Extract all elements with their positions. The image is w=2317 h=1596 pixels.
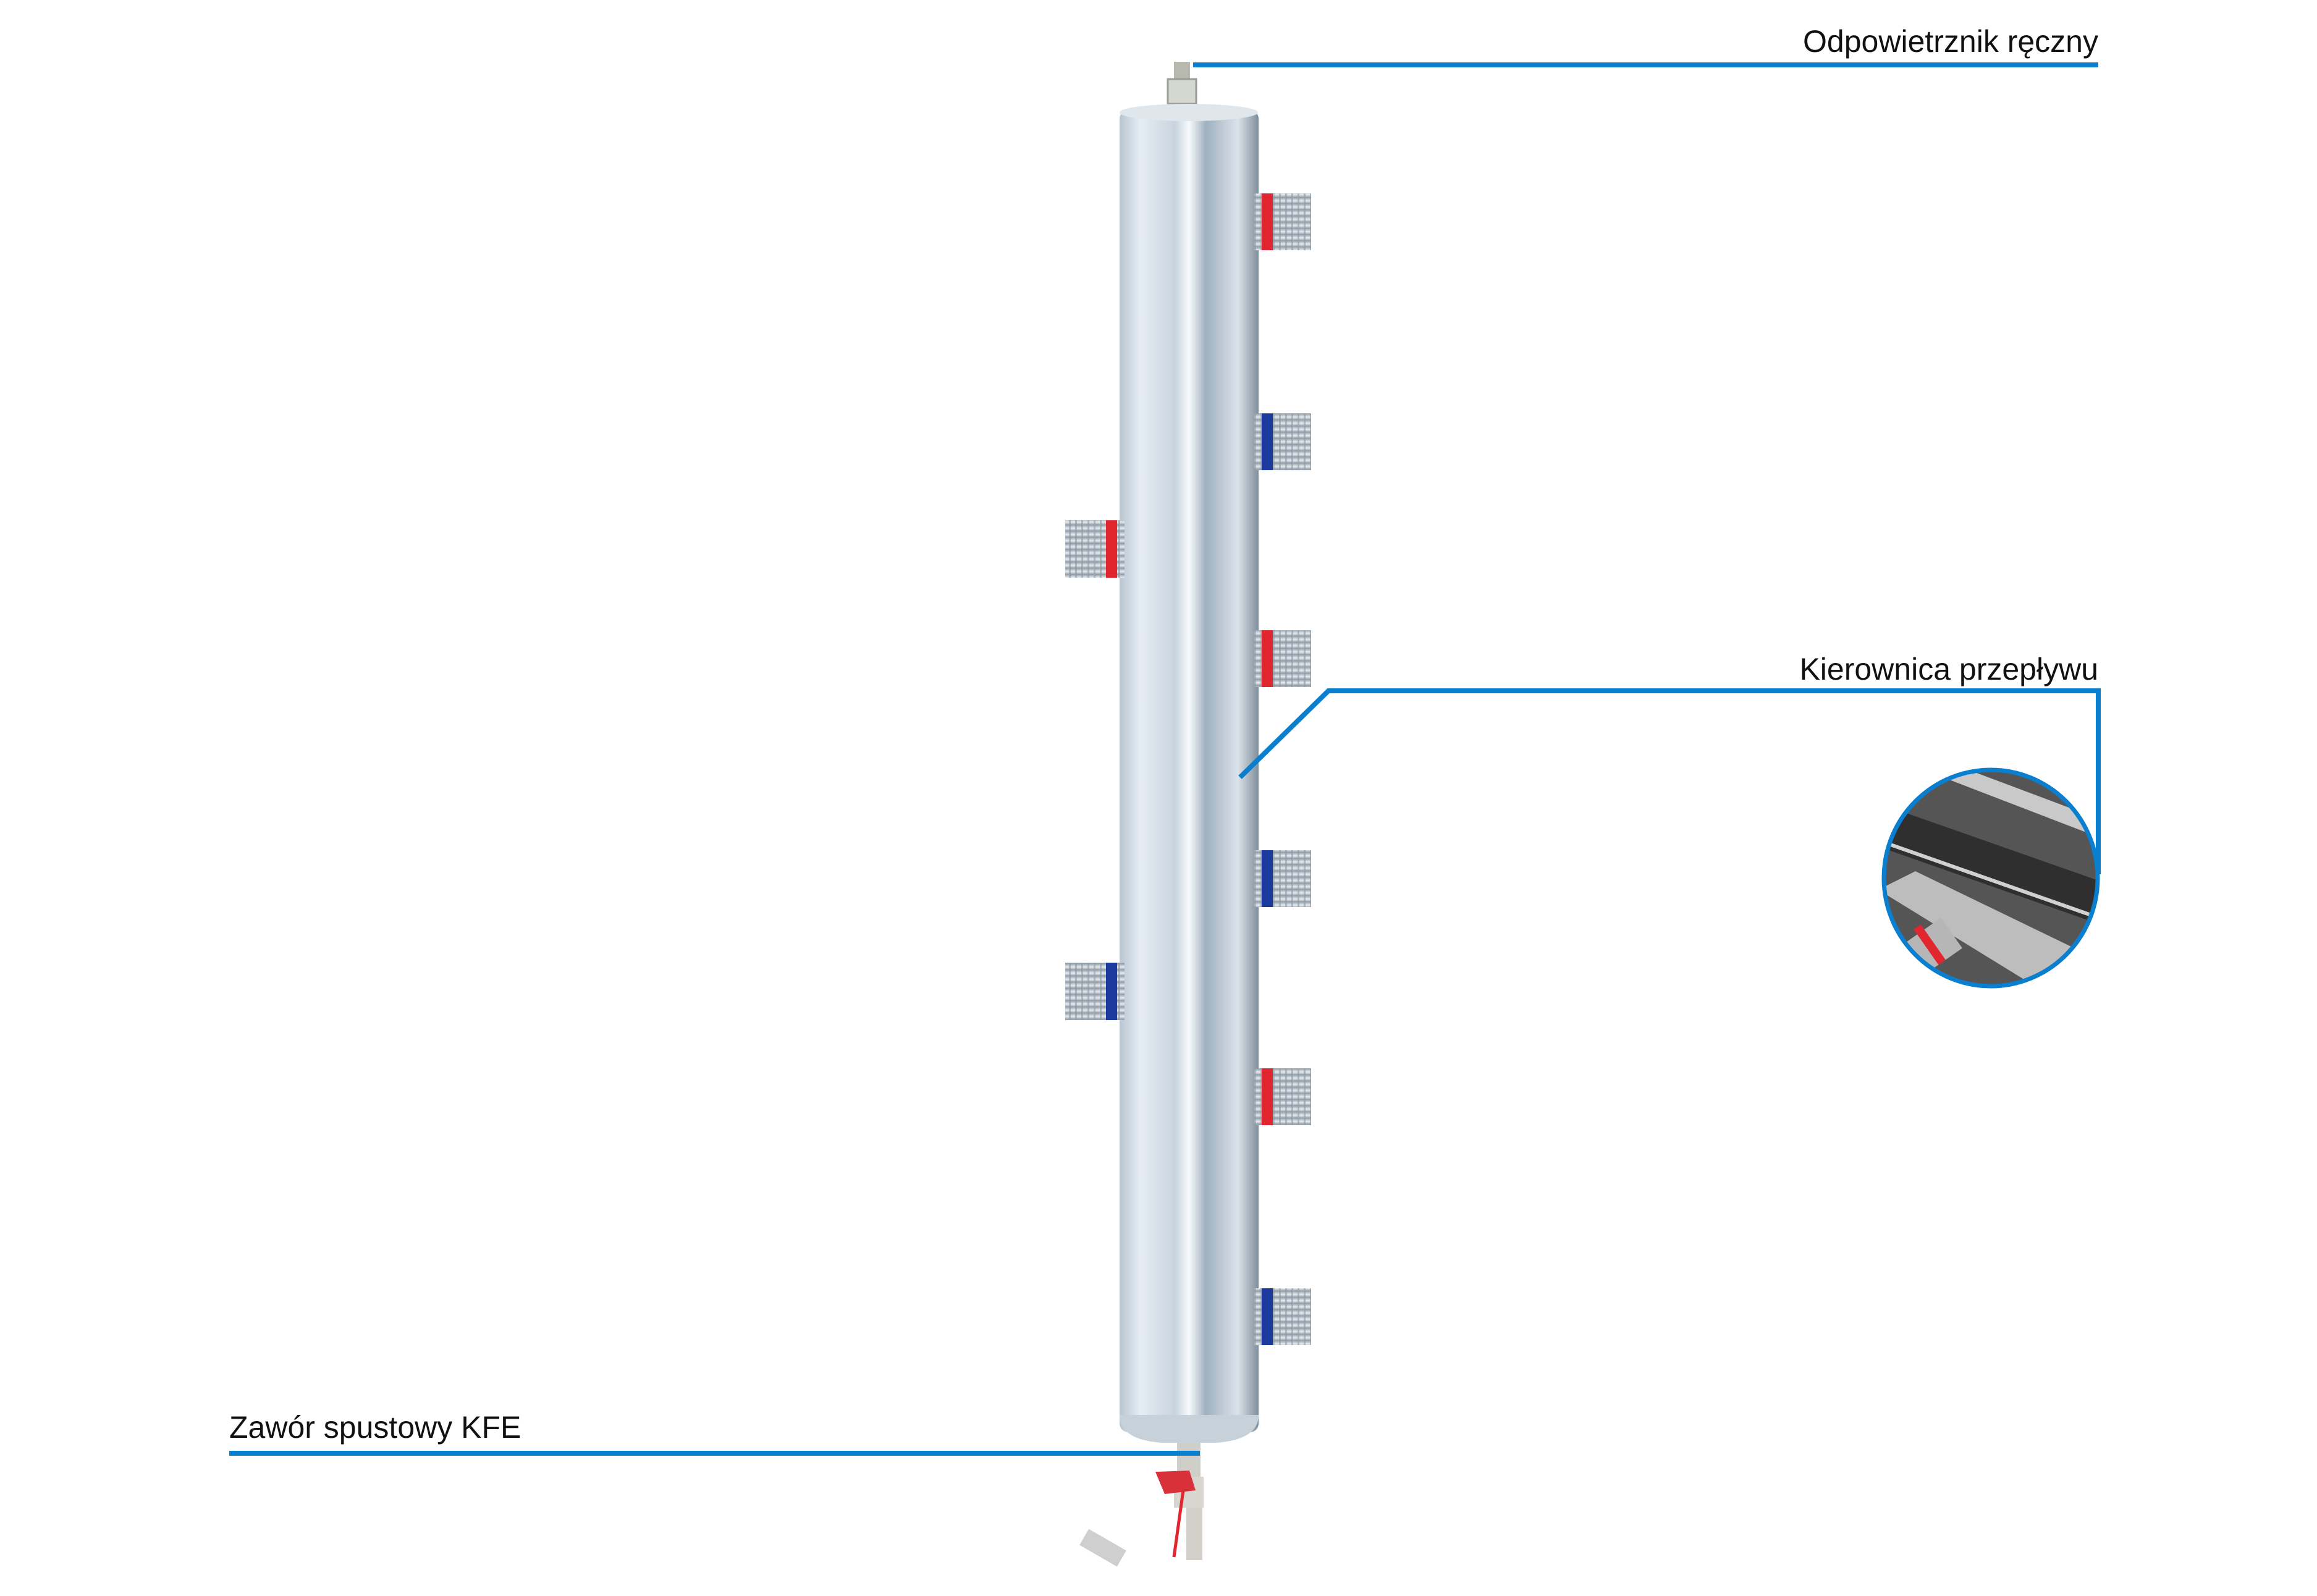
- drain-valve-label: Zawór spustowy KFE: [229, 1410, 521, 1445]
- flow-guide-detail: [1886, 772, 2096, 984]
- left-fittings: [1065, 520, 1125, 1020]
- callout-lines: [229, 62, 2101, 1456]
- fitting-left-cold: [1065, 963, 1125, 1020]
- flow-guide-label: Kierownica przepływu: [1799, 652, 2098, 686]
- fitting-cold-1: [1254, 413, 1311, 470]
- manual-air-vent: [1167, 62, 1197, 105]
- fitting-hot-3: [1254, 1068, 1311, 1125]
- fitting-hot-2: [1254, 630, 1311, 687]
- separator-pipe: [1120, 104, 1259, 1443]
- drain-valve: [1079, 1443, 1204, 1567]
- right-fittings: [1254, 193, 1311, 1345]
- fitting-cold-2: [1254, 850, 1311, 907]
- fitting-left-hot: [1065, 520, 1125, 578]
- flow-guide-callout-line: [1238, 688, 2101, 874]
- fitting-cold-3: [1254, 1288, 1311, 1345]
- detail-circle-outline: [1881, 767, 2100, 989]
- vent-label: Odpowietrznik ręczny: [1803, 24, 2098, 59]
- fitting-hot-1: [1254, 193, 1311, 250]
